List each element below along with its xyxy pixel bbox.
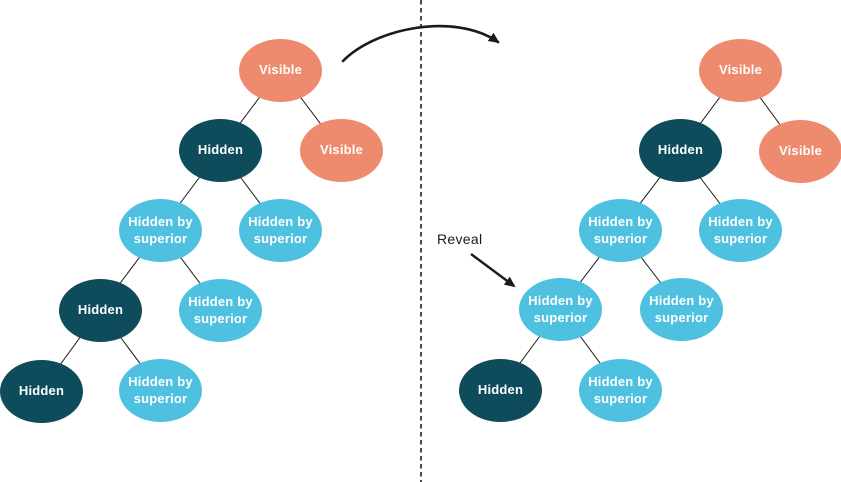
right-node-hbs-l3-left: Hidden by superior xyxy=(579,199,662,262)
left-node-root-visible: Visible xyxy=(239,39,322,102)
left-node-hbs-l4-right: Hidden by superior xyxy=(179,279,262,342)
right-node-root-visible: Visible xyxy=(699,39,782,102)
left-node-hbs-l3-left: Hidden by superior xyxy=(119,199,202,262)
right-node-hbs-l4-right: Hidden by superior xyxy=(640,278,723,341)
reveal-label: Reveal xyxy=(437,231,483,247)
left-node-hidden-l5: Hidden xyxy=(0,360,83,423)
right-node-hidden-l5: Hidden xyxy=(459,359,542,422)
right-node-visible-l2: Visible xyxy=(759,120,841,183)
transform-arrow xyxy=(341,24,500,63)
left-node-hbs-l3-right: Hidden by superior xyxy=(239,199,322,262)
right-node-hbs-l3-right: Hidden by superior xyxy=(699,199,782,262)
reveal-arrow xyxy=(470,253,516,288)
left-node-hbs-l5-right: Hidden by superior xyxy=(119,359,202,422)
left-node-visible-l2: Visible xyxy=(300,119,383,182)
left-node-hidden-l4: Hidden xyxy=(59,279,142,342)
right-node-hbs-l4-revealed: Hidden by superior xyxy=(519,278,602,341)
right-node-hbs-l5-right: Hidden by superior xyxy=(579,359,662,422)
right-node-hidden-l2: Hidden xyxy=(639,119,722,182)
left-node-hidden-l2: Hidden xyxy=(179,119,262,182)
